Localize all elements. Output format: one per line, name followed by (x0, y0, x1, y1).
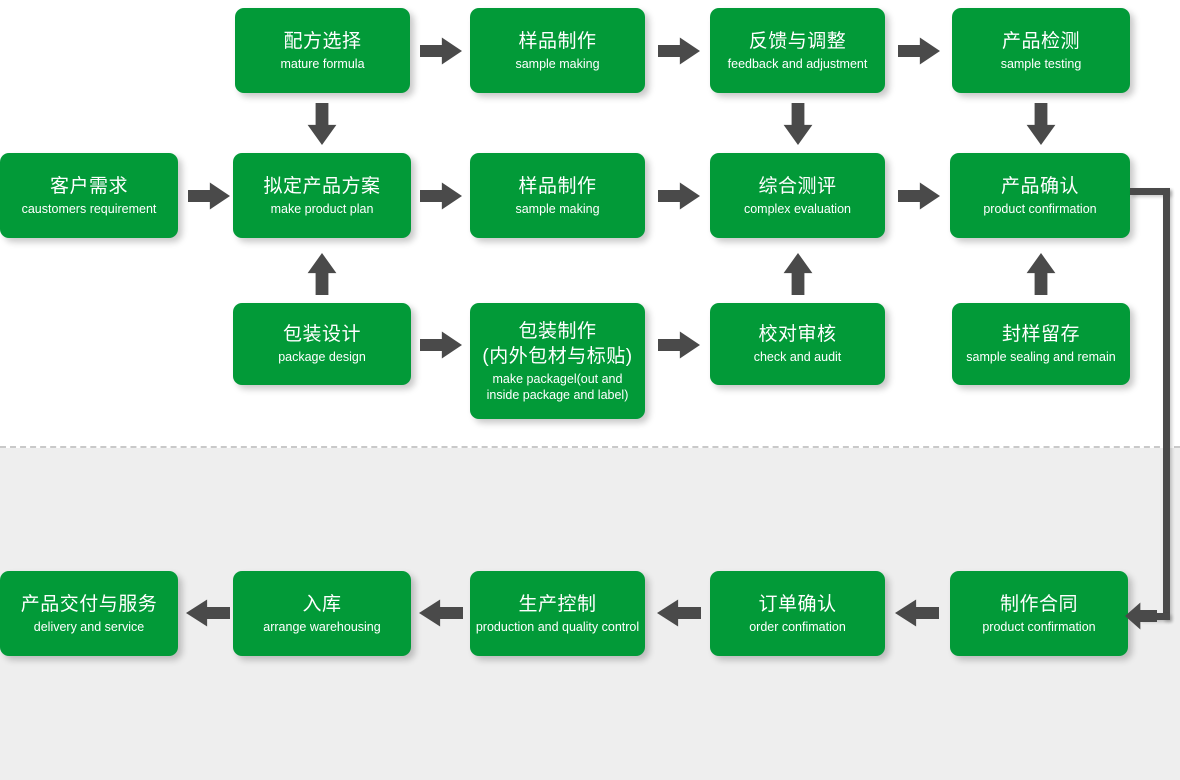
arrow-package-design-up-to-plan (307, 253, 337, 295)
node-title-cn: 订单确认 (758, 593, 837, 615)
node-make-contract[interactable]: 制作合同 product confirmation (950, 571, 1128, 656)
node-formula-selection[interactable]: 配方选择 mature formula (235, 8, 410, 93)
arrow-check-audit-up-to-evaluation (783, 253, 813, 295)
node-feedback-adjustment[interactable]: 反馈与调整 feedback and adjustment (710, 8, 885, 93)
arrow-testing-down-to-confirm (1026, 103, 1056, 145)
node-title-cn: 制作合同 (999, 593, 1078, 615)
phase-divider (0, 446, 1180, 448)
node-title-cn: 拟定产品方案 (263, 175, 381, 197)
arrow-formula-to-sample-top (420, 37, 462, 65)
node-title-en: sample sealing and remain (966, 350, 1116, 364)
node-title-cn: 入库 (302, 593, 342, 615)
node-product-confirmation[interactable]: 产品确认 product confirmation (950, 153, 1130, 238)
arrow-feedback-down-to-evaluation (783, 103, 813, 145)
node-product-testing[interactable]: 产品检测 sample testing (952, 8, 1130, 93)
node-title-en: package design (278, 350, 366, 364)
node-title-en: sample making (515, 201, 600, 216)
node-make-product-plan[interactable]: 拟定产品方案 make product plan (233, 153, 411, 238)
node-title-en: sample testing (1000, 56, 1082, 71)
node-title-en: caustomers requirement (21, 201, 157, 216)
arrow-sealing-up-to-confirm (1026, 253, 1056, 295)
node-title-cn: 样品制作 (518, 30, 597, 52)
node-title-en: complex evaluation (743, 201, 851, 216)
node-title-en: make packagel(out and inside package and… (486, 372, 629, 402)
node-title-cn: 反馈与调整 (748, 30, 847, 52)
node-title-en: mature formula (280, 56, 365, 71)
node-delivery-service[interactable]: 产品交付与服务 delivery and service (0, 571, 178, 656)
node-order-confirmation[interactable]: 订单确认 order confimation (710, 571, 885, 656)
node-warehousing[interactable]: 入库 arrange warehousing (233, 571, 411, 656)
arrow-evaluation-to-confirm (898, 182, 940, 210)
node-title-en: delivery and service (33, 619, 145, 634)
node-title-cn: 样品制作 (518, 175, 597, 197)
node-customer-requirement[interactable]: 客户需求 caustomers requirement (0, 153, 178, 238)
arrow-sample-top-to-feedback (658, 37, 700, 65)
node-title-cn: 封样留存 (1001, 324, 1080, 345)
node-title-en: product confirmation (982, 619, 1096, 634)
node-check-audit[interactable]: 校对审核 check and audit (710, 303, 885, 385)
node-title-cn: 产品检测 (1001, 30, 1080, 52)
connector-horizontal-top (1130, 188, 1170, 195)
node-title-en: check and audit (753, 350, 842, 364)
arrow-customer-to-plan (188, 182, 230, 210)
node-title-en: production and quality control (475, 619, 640, 634)
node-title-cn: 配方选择 (283, 30, 362, 52)
node-title-cn: 校对审核 (758, 324, 837, 345)
node-complex-evaluation[interactable]: 综合测评 complex evaluation (710, 153, 885, 238)
node-title-en: feedback and adjustment (727, 56, 868, 71)
node-sample-making-top[interactable]: 样品制作 sample making (470, 8, 645, 93)
arrow-package-design-to-making (420, 331, 462, 359)
node-title-cn: 包装制作 (518, 321, 597, 342)
node-production-control[interactable]: 生产控制 production and quality control (470, 571, 645, 656)
node-sample-sealing[interactable]: 封样留存 sample sealing and remain (952, 303, 1130, 385)
connector-vertical-right (1163, 188, 1170, 620)
node-title-cn: 综合测评 (758, 175, 837, 197)
node-title-en: sample making (515, 56, 600, 71)
node-title-cn: 产品交付与服务 (20, 593, 158, 615)
node-title-en: arrange warehousing (263, 619, 381, 634)
node-title-en: product confirmation (983, 201, 1097, 216)
node-title-en: order confimation (749, 619, 846, 634)
node-title-cn: 产品确认 (1000, 175, 1079, 197)
node-title-cn: 生产控制 (518, 593, 597, 615)
node-package-design[interactable]: 包装设计 package design (233, 303, 411, 385)
arrow-package-making-to-check (658, 331, 700, 359)
arrow-feedback-to-testing (898, 37, 940, 65)
arrow-plan-to-sample-mid (420, 182, 462, 210)
node-title-en: make product plan (270, 201, 374, 216)
node-title-cn: 包装设计 (282, 324, 361, 345)
arrow-formula-down-to-plan (307, 103, 337, 145)
node-package-making[interactable]: 包装制作 (内外包材与标贴) make packagel(out and ins… (470, 303, 645, 419)
arrow-sample-mid-to-evaluation (658, 182, 700, 210)
node-sample-making-mid[interactable]: 样品制作 sample making (470, 153, 645, 238)
node-subtitle-cn: (内外包材与标贴) (482, 346, 633, 367)
node-title-cn: 客户需求 (49, 175, 128, 197)
